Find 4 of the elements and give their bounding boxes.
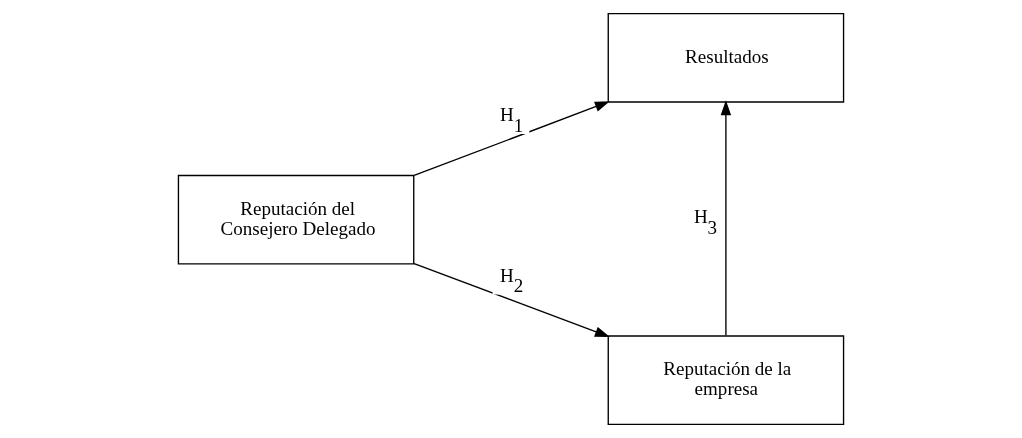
node-box: Resultados: [607, 12, 845, 103]
node-box: Reputación de la empresa: [607, 335, 845, 426]
node-box: Reputación del Consejero Delegado: [177, 174, 415, 265]
arrow: [720, 100, 732, 337]
